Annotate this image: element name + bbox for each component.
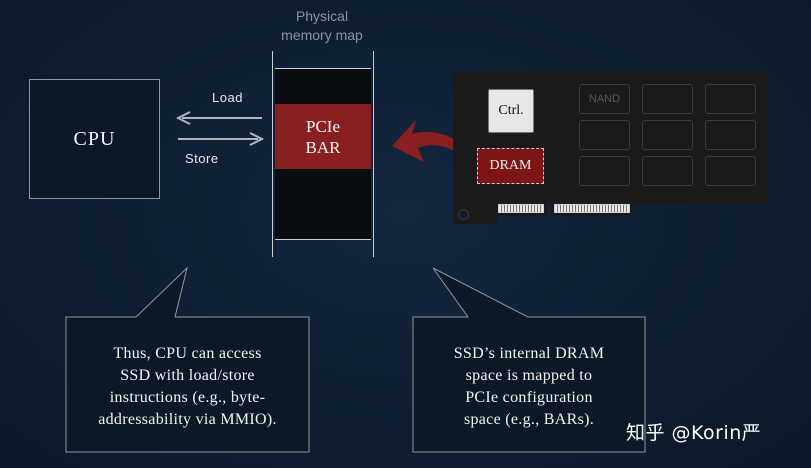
cpu-box xyxy=(29,79,160,199)
callout-left-line: Thus, CPU can access xyxy=(113,345,262,362)
nand-chip xyxy=(642,156,693,186)
edge-connector-large-pins xyxy=(554,204,630,213)
pcie-bar-label-line2: BAR xyxy=(305,137,341,157)
callout-right-line: space (e.g., BARs). xyxy=(463,411,595,428)
ssd-edge-right xyxy=(633,200,767,204)
load-label: Load xyxy=(212,90,243,105)
callout-right-shape xyxy=(412,267,646,453)
callout-right-line: PCIe configuration xyxy=(465,389,593,406)
memory-map-title-line2: memory map xyxy=(281,27,363,43)
callout-right-line: space is mapped to xyxy=(465,367,593,384)
nand-chip xyxy=(579,120,630,150)
callout-right-text: SSD’s internal DRAM space is mapped to P… xyxy=(413,343,645,431)
memory-map-title: Physical memory map xyxy=(262,7,382,45)
nand-chip-labeled: NAND xyxy=(579,84,630,114)
callout-left-line: addressability via MMIO). xyxy=(98,411,277,428)
edge-connector-small-pins xyxy=(498,204,544,213)
dram-chip: DRAM xyxy=(477,148,544,184)
nand-chip xyxy=(642,84,693,114)
nand-chip xyxy=(642,120,693,150)
controller-chip: Ctrl. xyxy=(488,89,534,133)
nand-chip xyxy=(705,84,756,114)
pcie-bar-label-line1: PCIe xyxy=(306,116,340,136)
memory-map-title-line1: Physical xyxy=(295,8,349,24)
nand-chip xyxy=(705,120,756,150)
memory-map-outline xyxy=(272,51,374,257)
ssd-mount-hole xyxy=(458,209,469,220)
callout-right-line: SSD’s internal DRAM xyxy=(453,345,605,362)
store-arrow-head xyxy=(249,132,265,146)
callout-left-line: instructions (e.g., byte- xyxy=(109,389,266,406)
edge-connector-large xyxy=(551,202,633,216)
nand-chip xyxy=(705,156,756,186)
store-label: Store xyxy=(185,151,219,166)
cpu-label: CPU xyxy=(73,127,116,150)
load-arrow-head xyxy=(175,111,191,125)
callout-left-shape xyxy=(65,266,310,453)
nand-chip xyxy=(579,156,630,186)
watermark: 知乎 @Korin严 xyxy=(626,422,762,444)
callout-left-text: Thus, CPU can access SSD with load/store… xyxy=(66,343,309,431)
curved-arrow-body xyxy=(392,120,470,162)
pcie-bar-region: PCIe BAR xyxy=(275,104,371,169)
edge-connector-small xyxy=(495,202,547,216)
callout-left-line: SSD with load/store xyxy=(120,367,255,384)
